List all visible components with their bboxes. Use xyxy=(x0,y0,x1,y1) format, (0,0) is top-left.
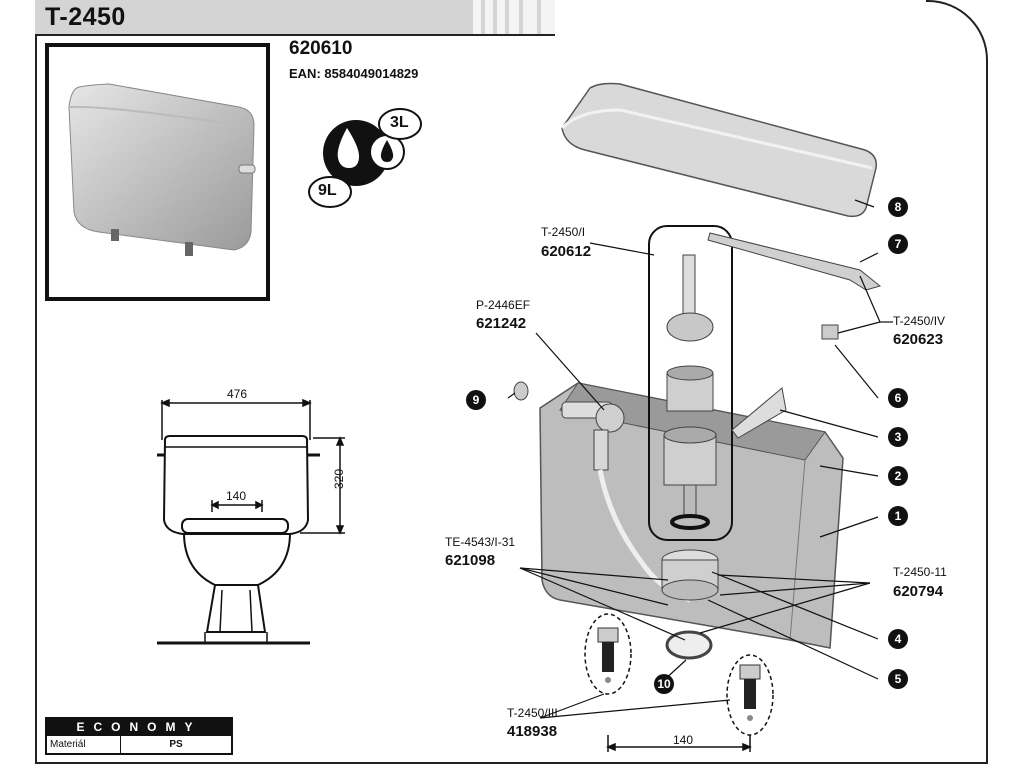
economy-title: ECONOMY xyxy=(47,719,231,736)
part-code-gasket: 621098 xyxy=(445,552,496,569)
dimension-drawing xyxy=(157,398,345,645)
flush-small-label: 3L xyxy=(390,114,409,131)
material-key: Materiál xyxy=(47,736,121,753)
cistern-photo xyxy=(68,83,256,256)
part-code-bolts: 418938 xyxy=(507,723,558,740)
material-value: PS xyxy=(169,739,183,750)
callout-2: 2 xyxy=(888,466,908,486)
callout-10: 10 xyxy=(654,674,674,694)
leader-lines xyxy=(507,199,893,719)
callout-8: 8 xyxy=(888,197,908,217)
callout-1: 1 xyxy=(888,506,908,526)
part-code-nut: 620794 xyxy=(893,583,944,600)
part-label-inlet: P-2446EF xyxy=(476,298,531,312)
part-label-nut: T-2450-11 xyxy=(893,565,947,579)
bracket-part xyxy=(731,387,787,439)
page-title: T-2450 xyxy=(45,3,126,31)
product-photo-frame xyxy=(45,43,270,301)
callout-3: 3 xyxy=(888,427,908,447)
flush-large-label: 9L xyxy=(318,182,337,199)
flush-valve-group xyxy=(648,225,733,541)
part-label-bolts: T-2450/III xyxy=(507,706,558,720)
part-code-valve: 620612 xyxy=(541,243,592,260)
part-code-lever: 620623 xyxy=(893,331,944,348)
page-frame-right xyxy=(986,58,988,764)
part-code-inlet: 621242 xyxy=(476,315,527,332)
bolt-spacing-dimension xyxy=(606,735,752,752)
drain-nut xyxy=(661,549,719,660)
dimension-spacing-label: 140 xyxy=(226,489,247,503)
lid-part xyxy=(560,82,878,218)
part-label-gasket: TE-4543/I-31 xyxy=(445,535,516,549)
callout-5: 5 xyxy=(888,669,908,689)
bolt-group-left xyxy=(584,613,632,695)
callout-7: 7 xyxy=(888,234,908,254)
dimension-width-label: 476 xyxy=(227,387,248,401)
header-stripes xyxy=(469,0,555,34)
economy-table: ECONOMY Materiál PS xyxy=(45,717,233,755)
part-label-valve: T-2450/I xyxy=(541,225,586,239)
dual-flush-icon xyxy=(308,108,422,208)
part-label-lever: T-2450/IV xyxy=(893,314,946,328)
page-frame xyxy=(35,0,988,764)
bolt-group-right xyxy=(726,654,774,736)
lever-arm xyxy=(707,232,882,340)
ean-code: EAN: 8584049014829 xyxy=(289,66,419,81)
bolt-spacing-label: 140 xyxy=(673,733,694,747)
callout-6: 6 xyxy=(888,388,908,408)
callout-4: 4 xyxy=(888,629,908,649)
material-row: Materiál PS xyxy=(47,736,231,753)
title-bar: T-2450 xyxy=(35,0,555,36)
product-code: 620610 xyxy=(289,38,353,59)
callout-9: 9 xyxy=(466,390,486,410)
dimension-height-label: 320 xyxy=(332,468,347,490)
